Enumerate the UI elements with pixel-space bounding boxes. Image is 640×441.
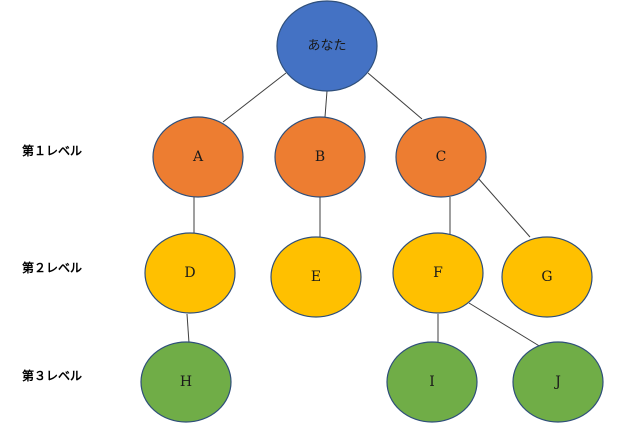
nodes-layer: あなた A B C D E F G H I J [140, 0, 604, 423]
node-c-circle [395, 116, 487, 198]
node-e: E [270, 236, 362, 318]
node-b-circle [274, 116, 366, 198]
level-2-label: 第２レベル [22, 261, 83, 275]
node-j: J [512, 341, 604, 423]
node-f-circle [392, 232, 484, 314]
edge-root-a [222, 72, 287, 123]
node-g-circle [501, 236, 593, 318]
edge-c-g [477, 177, 531, 238]
node-d-circle [144, 232, 236, 314]
node-g: G [501, 236, 593, 318]
node-e-label: E [311, 269, 321, 285]
level-3-label: 第３レベル [22, 369, 83, 383]
node-root: あなた [276, 0, 378, 92]
edge-d-h [186, 313, 190, 344]
node-f: F [392, 232, 484, 314]
level-1-label: 第１レベル [22, 144, 83, 158]
node-b-label: B [315, 149, 325, 165]
node-a: A [152, 116, 244, 198]
node-i-label: I [429, 374, 435, 390]
edge-root-c [367, 72, 423, 120]
node-a-circle [152, 116, 244, 198]
node-i-circle [386, 341, 478, 423]
edges-layer [186, 72, 542, 348]
node-f-label: F [433, 265, 443, 281]
node-root-label: あなた [307, 39, 346, 54]
node-j-label: J [553, 374, 561, 390]
node-c: C [395, 116, 487, 198]
node-j-circle [512, 341, 604, 423]
edge-f-j [468, 302, 542, 348]
node-g-label: G [541, 269, 552, 285]
node-a-label: A [192, 149, 204, 165]
node-h-circle [140, 341, 232, 423]
node-i: I [386, 341, 478, 423]
node-d-label: D [184, 265, 195, 281]
node-d: D [144, 232, 236, 314]
node-b: B [274, 116, 366, 198]
node-e-circle [270, 236, 362, 318]
node-c-label: C [436, 149, 447, 165]
node-h-label: H [180, 374, 192, 390]
node-h: H [140, 341, 232, 423]
edge-root-b [324, 90, 328, 118]
node-root-circle [276, 0, 378, 92]
